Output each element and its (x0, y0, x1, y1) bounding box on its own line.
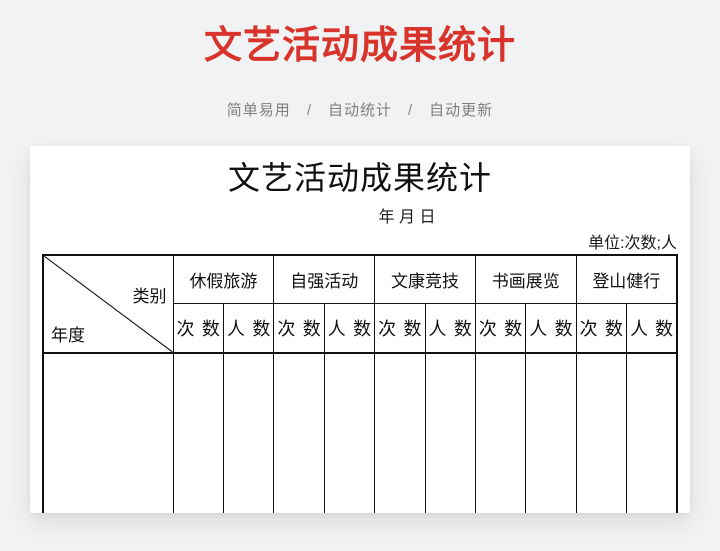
sub-header-times: 次 数 (474, 302, 527, 354)
group-header: 书画展览 (474, 254, 577, 304)
sub-header-times: 次 数 (575, 302, 628, 354)
group-header: 自强活动 (273, 254, 376, 304)
table-body-cell (273, 351, 325, 513)
table-body-cell (42, 351, 174, 513)
table-body-cell (525, 351, 577, 513)
subtitle-item: 简单易用 (226, 101, 291, 119)
table-body-cell (575, 351, 628, 513)
table-body-cell (626, 351, 678, 513)
table-body-row (42, 351, 678, 513)
table-body-cell (222, 351, 275, 513)
group-header: 登山健行 (575, 254, 678, 304)
template-preview-card: 文艺活动成果统计 年 月 日 单位:次数;人 类别 年度 休假旅游 自强活动 文… (30, 145, 690, 513)
sheet-unit-label: 单位:次数;人 (588, 234, 677, 252)
sub-header-people: 人 数 (222, 302, 275, 354)
sub-header-people: 人 数 (424, 302, 476, 354)
subtitle-separator: / (306, 101, 312, 119)
corner-header-cell: 类别 年度 (42, 254, 174, 354)
table-body-cell (374, 351, 426, 513)
subtitle-item: 自动统计 (327, 101, 392, 119)
table-body-cell (474, 351, 527, 513)
sub-header-people: 人 数 (323, 302, 376, 354)
page-subtitle: 简单易用 / 自动统计 / 自动更新 (0, 99, 720, 120)
sub-header-times: 次 数 (172, 302, 224, 354)
table-body-cell (323, 351, 376, 513)
corner-label-category: 类别 (132, 286, 167, 306)
sheet-date-line: 年 月 日 (378, 208, 436, 226)
diagonal-divider (44, 256, 173, 352)
sub-header-times: 次 数 (374, 302, 426, 354)
sub-header-times: 次 数 (273, 302, 325, 354)
stats-table: 类别 年度 休假旅游 自强活动 文康竞技 书画展览 登山健行 次 数 人 数 次… (42, 253, 678, 513)
group-header: 休假旅游 (172, 254, 275, 304)
group-header: 文康竞技 (374, 254, 476, 304)
sheet-title: 文艺活动成果统计 (227, 159, 492, 196)
corner-label-year: 年度 (51, 325, 86, 345)
page-title: 文艺活动成果统计 (203, 25, 516, 67)
table-body-cell (424, 351, 476, 513)
sub-header-people: 人 数 (525, 302, 577, 354)
table-body-cell (172, 351, 224, 513)
subtitle-item: 自动更新 (429, 101, 494, 119)
sub-header-people: 人 数 (626, 302, 678, 354)
subtitle-separator: / (408, 101, 414, 119)
